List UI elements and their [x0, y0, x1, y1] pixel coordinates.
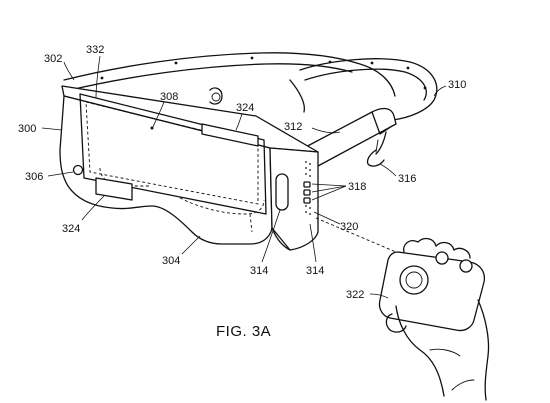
label-324-left: 324	[62, 223, 80, 235]
hand-remote	[378, 237, 490, 401]
label-302: 302	[44, 53, 62, 65]
label-300: 300	[18, 123, 36, 135]
label-318: 318	[348, 181, 366, 193]
label-324-top: 324	[236, 102, 254, 114]
earbud	[366, 139, 385, 167]
speaker-grille	[305, 161, 311, 215]
label-312: 312	[284, 121, 302, 133]
wireless-link-line	[315, 217, 411, 259]
label-308: 308	[160, 91, 178, 103]
headset-body	[59, 85, 319, 251]
nose-clip	[209, 87, 223, 105]
label-332: 332	[86, 44, 104, 56]
leader-lines	[41, 55, 447, 299]
label-320: 320	[340, 221, 358, 233]
label-316: 316	[398, 173, 416, 185]
temple-arm	[299, 107, 397, 167]
label-314-a: 314	[250, 265, 268, 277]
label-306: 306	[25, 171, 43, 183]
label-314-b: 314	[306, 265, 324, 277]
head-strap	[63, 52, 438, 121]
label-310: 310	[448, 79, 466, 91]
label-322: 322	[346, 289, 364, 301]
figure-caption: FIG. 3A	[216, 323, 271, 340]
label-304: 304	[162, 255, 180, 267]
